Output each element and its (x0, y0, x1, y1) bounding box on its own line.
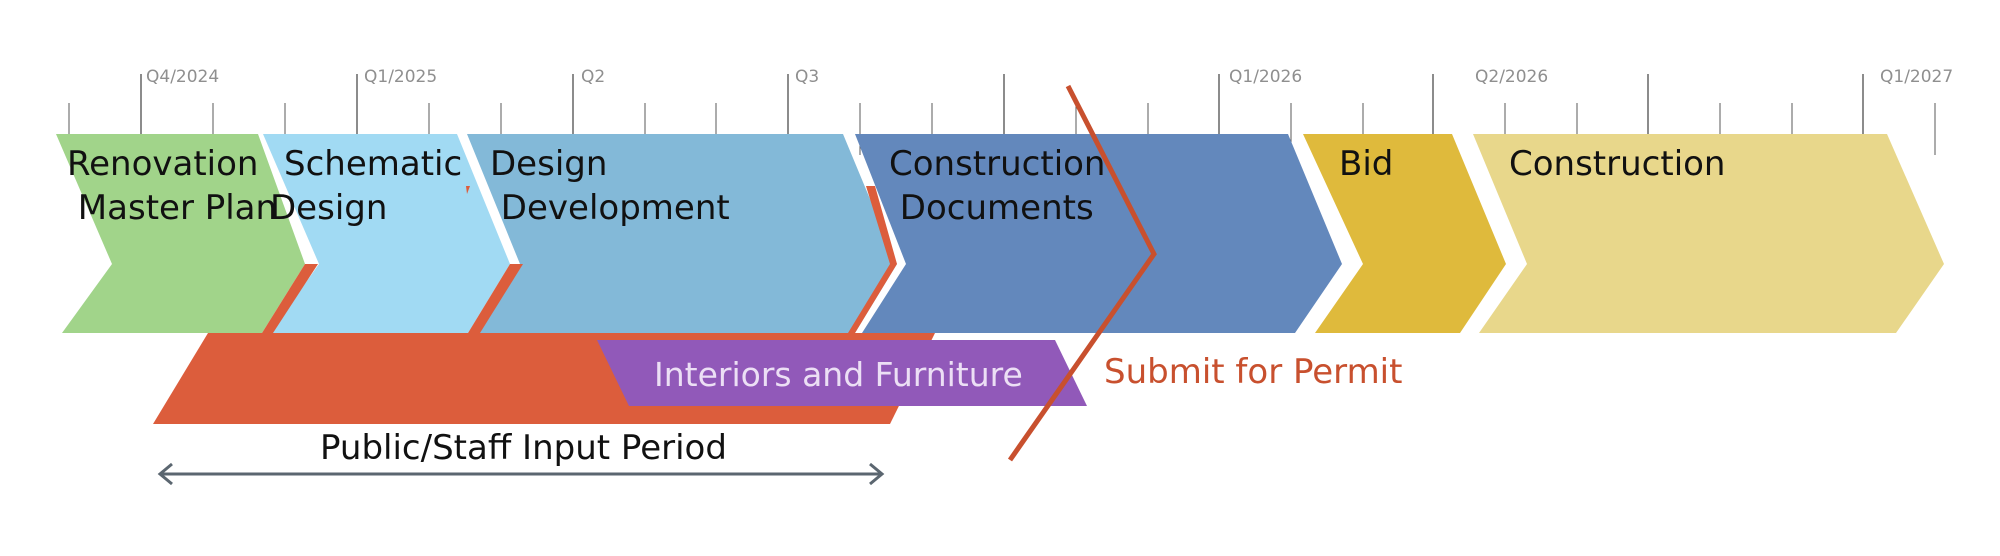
tick-label: Q2/2026 (1475, 67, 1548, 87)
public-input-accents (262, 186, 897, 333)
phase-label: Renovation (67, 144, 258, 184)
phase-schematic-design (263, 134, 510, 333)
phase-bid (1303, 134, 1506, 333)
input-period-label: Public/Staff Input Period (320, 428, 727, 468)
accent-sliver (262, 264, 318, 333)
accent-sliver (468, 264, 523, 333)
phase-labels: Renovation Master Plan Schematic Design … (67, 144, 1725, 228)
interiors-furniture-band (597, 340, 1087, 406)
permit-milestone-line (1007, 84, 1157, 462)
phase-label: Schematic (284, 144, 462, 184)
phase-label: Master Plan (67, 188, 277, 228)
phase-design-development (467, 134, 897, 333)
tick-label: Q4/2024 (146, 67, 219, 87)
phase-label: Development (490, 188, 730, 228)
phase-label: Design (490, 144, 607, 184)
tick-label: Q1/2027 (1880, 67, 1953, 87)
arrow-head-right-icon (869, 462, 885, 486)
phase-label: Design (270, 188, 387, 228)
phase-label: Documents (889, 188, 1094, 228)
phase-label: Construction (1509, 144, 1725, 184)
accent-sliver (848, 186, 897, 333)
tick-label: Q1/2025 (364, 67, 437, 87)
arrow-head-left-icon (157, 462, 173, 486)
phase-chevrons (56, 134, 1944, 333)
tick-label: Q1/2026 (1229, 67, 1302, 87)
accent-sliver (466, 186, 470, 194)
phase-renovation-master-plan (56, 134, 305, 333)
permit-milestone-label: Submit for Permit (1104, 352, 1402, 392)
timeline-tick-labels: Q4/2024 Q1/2025 Q2 Q3 Q1/2026 Q2/2026 Q1… (146, 67, 1953, 87)
tick-label: Q3 (795, 67, 819, 87)
phase-construction-documents (855, 134, 1342, 333)
interiors-furniture-label: Interiors and Furniture (654, 355, 1023, 394)
input-period-arrow (157, 462, 885, 486)
phase-label: Bid (1339, 144, 1393, 184)
phase-construction (1473, 134, 1944, 333)
tick-label: Q2 (581, 67, 605, 87)
phase-label: Construction (889, 144, 1105, 184)
